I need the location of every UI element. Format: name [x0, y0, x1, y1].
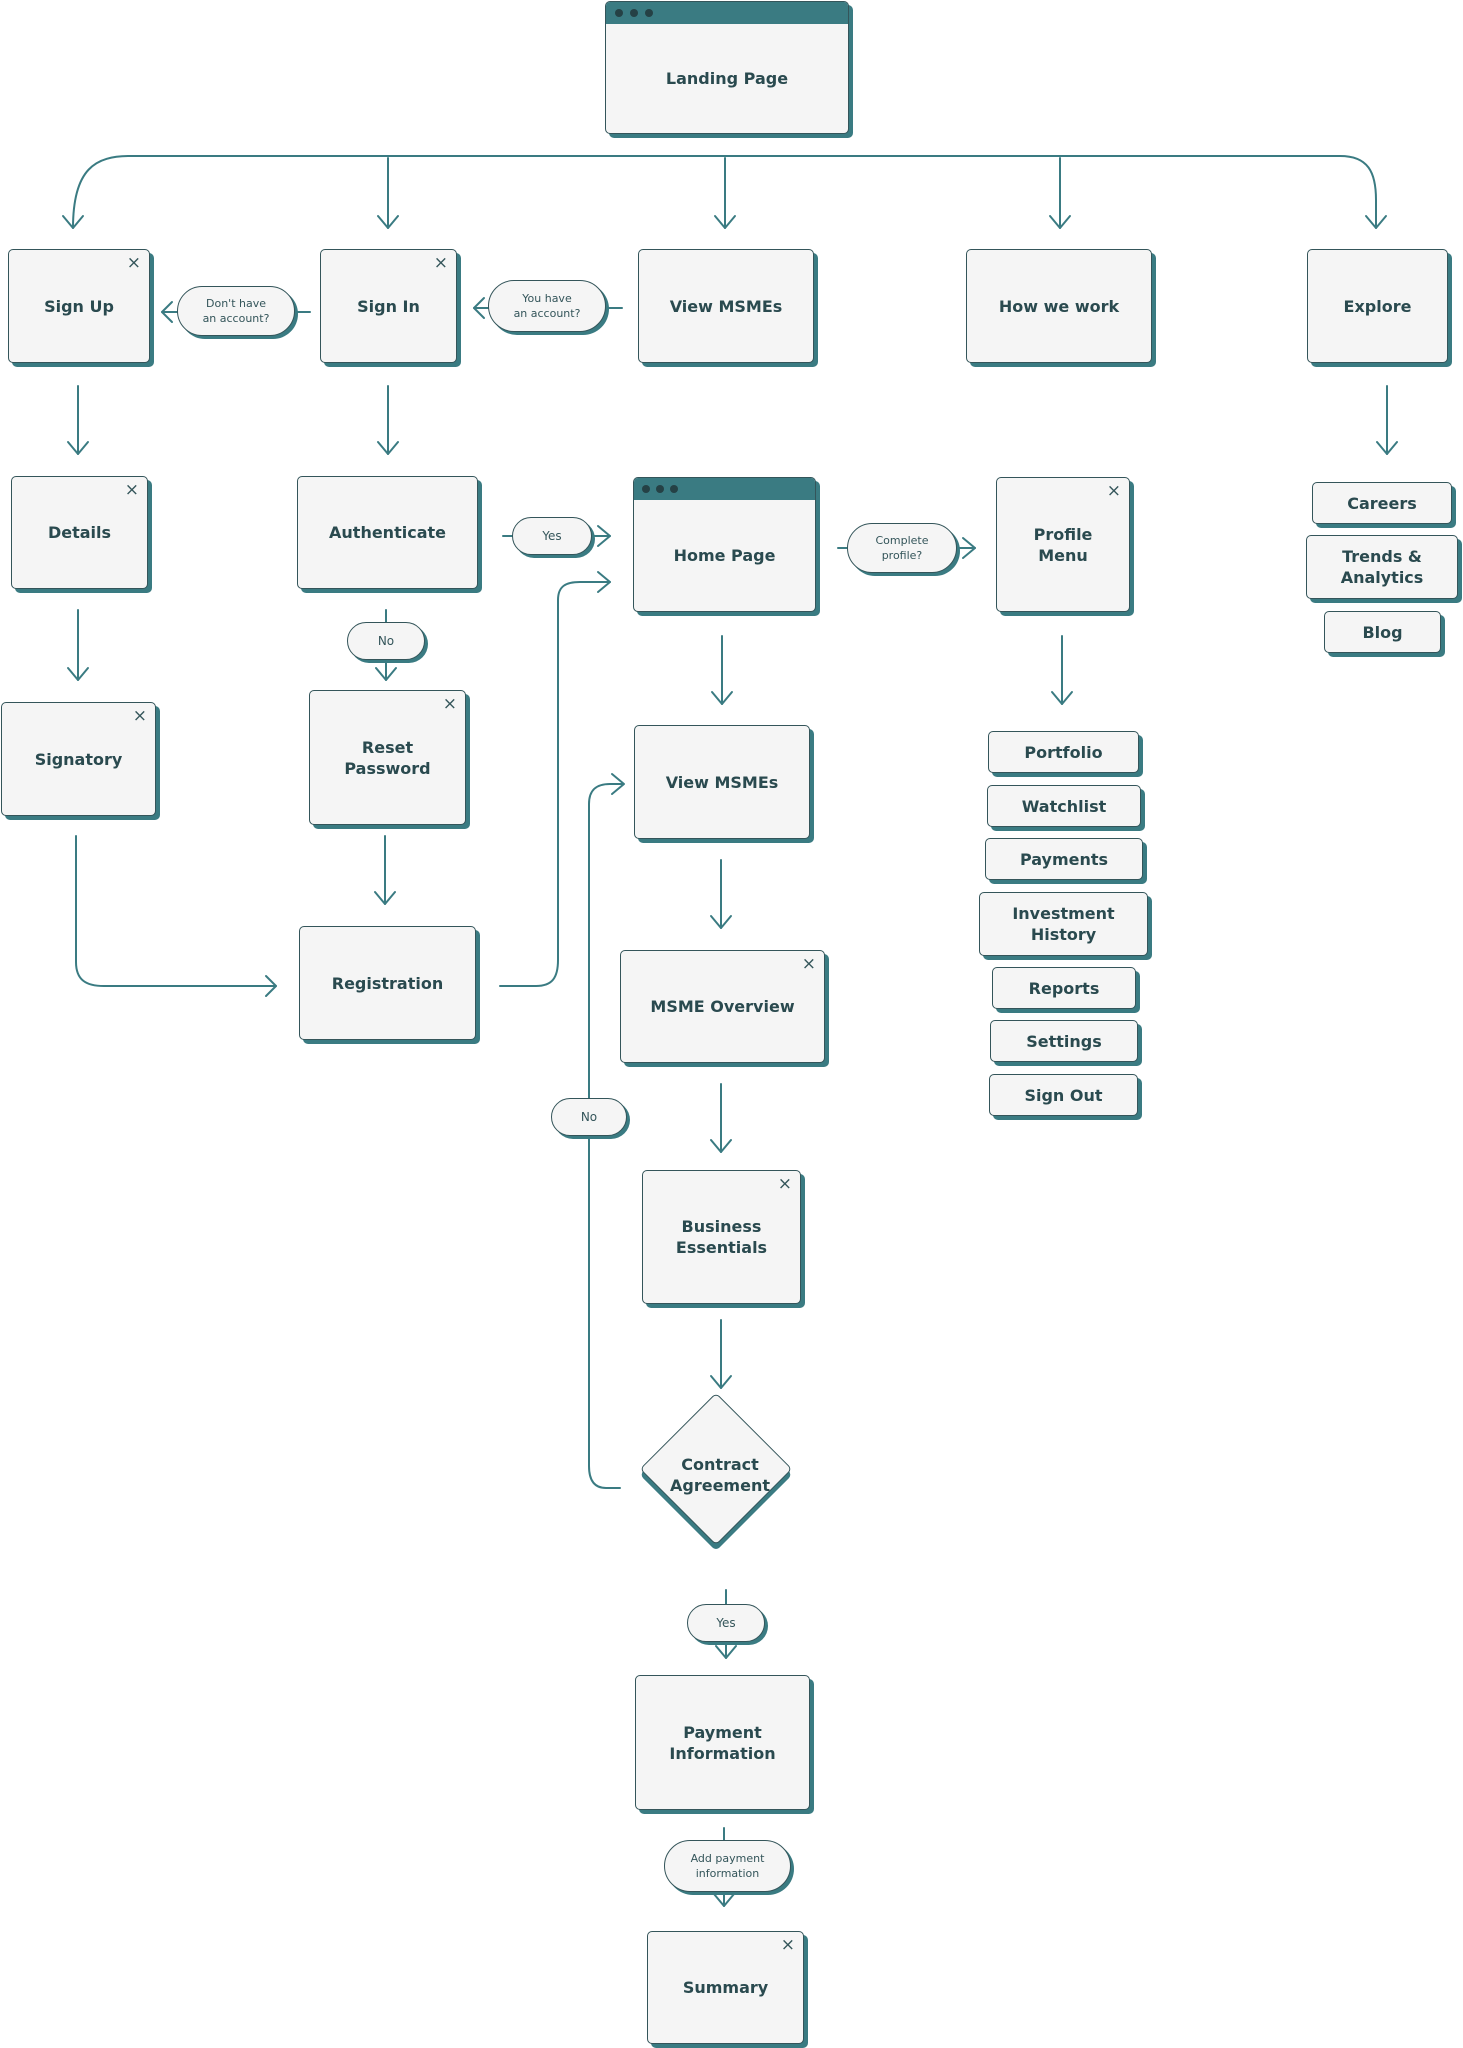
add-payment-label: Add payment information — [664, 1840, 791, 1892]
registration-label: Registration — [331, 973, 444, 993]
profile-item-label: Investment History — [1012, 904, 1115, 944]
explore-node: Explore — [1307, 249, 1448, 363]
profile-item-watchlist: Watchlist — [987, 785, 1141, 827]
window-dot-icon — [615, 9, 623, 17]
edge-contract-no-loop — [588, 783, 623, 1489]
profile-item-label: Payments — [1019, 849, 1109, 869]
yes-label: Yes — [512, 517, 592, 555]
profile-item-sign-out: Sign Out — [989, 1074, 1138, 1116]
no-label: No — [347, 622, 425, 660]
window-title-bar — [634, 478, 815, 500]
profile-item-payments: Payments — [985, 838, 1143, 880]
complete-profile-label: Complete profile? — [847, 523, 957, 573]
signatory-label: Signatory — [34, 749, 123, 769]
close-icon: × — [132, 706, 147, 726]
edge-top-branch — [72, 155, 1377, 229]
payment-information-node: Payment Information — [635, 1675, 810, 1810]
details-label: Details — [47, 523, 112, 542]
reset-password-label: Reset Password — [344, 737, 431, 778]
msme-overview-label: MSME Overview — [650, 997, 795, 1016]
close-icon: × — [124, 480, 139, 500]
close-icon: × — [780, 1935, 795, 1955]
view-msmes-top-label: View MSMEs — [669, 296, 783, 316]
window-dot-icon — [630, 9, 638, 17]
profile-item-label: Sign Out — [1024, 1085, 1103, 1105]
landing-page-label: Landing Page — [665, 69, 789, 88]
profile-menu-node: × Profile Menu — [996, 477, 1130, 612]
summary-node: × Summary — [647, 1931, 804, 2044]
no-loop-label: No — [551, 1098, 627, 1136]
window-title-bar — [606, 2, 848, 24]
view-msmes-node: View MSMEs — [634, 725, 810, 839]
payment-information-label: Payment Information — [669, 1722, 776, 1763]
profile-item-portfolio: Portfolio — [988, 731, 1139, 773]
dont-have-account-label: Don't have an account? — [177, 286, 295, 336]
registration-node: Registration — [299, 926, 476, 1040]
profile-item-label: Settings — [1026, 1031, 1102, 1051]
explore-item-label: Careers — [1347, 493, 1417, 513]
profile-item-settings: Settings — [990, 1020, 1138, 1062]
landing-page-window: Landing Page — [605, 1, 849, 134]
edge-signatory-registration — [75, 835, 277, 987]
how-we-work-label: How we work — [998, 296, 1120, 316]
explore-item-label: Trends & Analytics — [1340, 547, 1424, 587]
business-essentials-label: Business Essentials — [675, 1217, 768, 1257]
you-have-account-label: You have an account? — [488, 280, 606, 332]
close-icon: × — [433, 253, 448, 273]
close-icon: × — [801, 954, 816, 974]
signatory-node: × Signatory — [1, 702, 156, 816]
authenticate-node: Authenticate — [297, 476, 478, 589]
sign-in-label: Sign In — [357, 296, 420, 316]
close-icon: × — [1106, 481, 1121, 501]
profile-item-investment-history: Investment History — [979, 892, 1148, 956]
close-icon: × — [126, 253, 141, 273]
how-we-work-node: How we work — [966, 249, 1152, 363]
explore-item-blog: Blog — [1324, 611, 1441, 653]
home-page-label: Home Page — [673, 546, 776, 565]
details-node: × Details — [11, 476, 148, 589]
explore-item-careers: Careers — [1312, 482, 1452, 524]
edge-registration-home — [499, 581, 611, 987]
msme-overview-node: × MSME Overview — [620, 950, 825, 1063]
close-icon: × — [442, 694, 457, 714]
explore-item-label: Blog — [1362, 622, 1403, 642]
sign-up-node: × Sign Up — [8, 249, 150, 363]
view-msmes-top-node: View MSMEs — [638, 249, 814, 363]
window-dot-icon — [656, 485, 664, 493]
window-dot-icon — [670, 485, 678, 493]
summary-label: Summary — [682, 1978, 769, 1997]
sign-up-label: Sign Up — [44, 296, 114, 316]
authenticate-label: Authenticate — [329, 523, 446, 542]
reset-password-node: × Reset Password — [309, 690, 466, 825]
profile-item-reports: Reports — [992, 967, 1136, 1009]
sign-in-node: × Sign In — [320, 249, 457, 363]
window-dot-icon — [642, 485, 650, 493]
profile-item-label: Reports — [1028, 978, 1100, 998]
contract-agreement-label: Contract Agreement — [670, 1455, 770, 1495]
explore-item-trends-analytics: Trends & Analytics — [1306, 535, 1458, 599]
window-dot-icon — [645, 9, 653, 17]
profile-menu-label: Profile Menu — [1033, 524, 1093, 565]
close-icon: × — [777, 1174, 792, 1194]
profile-item-label: Watchlist — [1021, 796, 1107, 816]
home-page-window: Home Page — [633, 477, 816, 612]
contract-yes-label: Yes — [687, 1604, 765, 1642]
business-essentials-node: × Business Essentials — [642, 1170, 801, 1304]
view-msmes-label: View MSMEs — [665, 772, 779, 792]
explore-label: Explore — [1343, 296, 1412, 316]
profile-item-label: Portfolio — [1024, 742, 1103, 762]
